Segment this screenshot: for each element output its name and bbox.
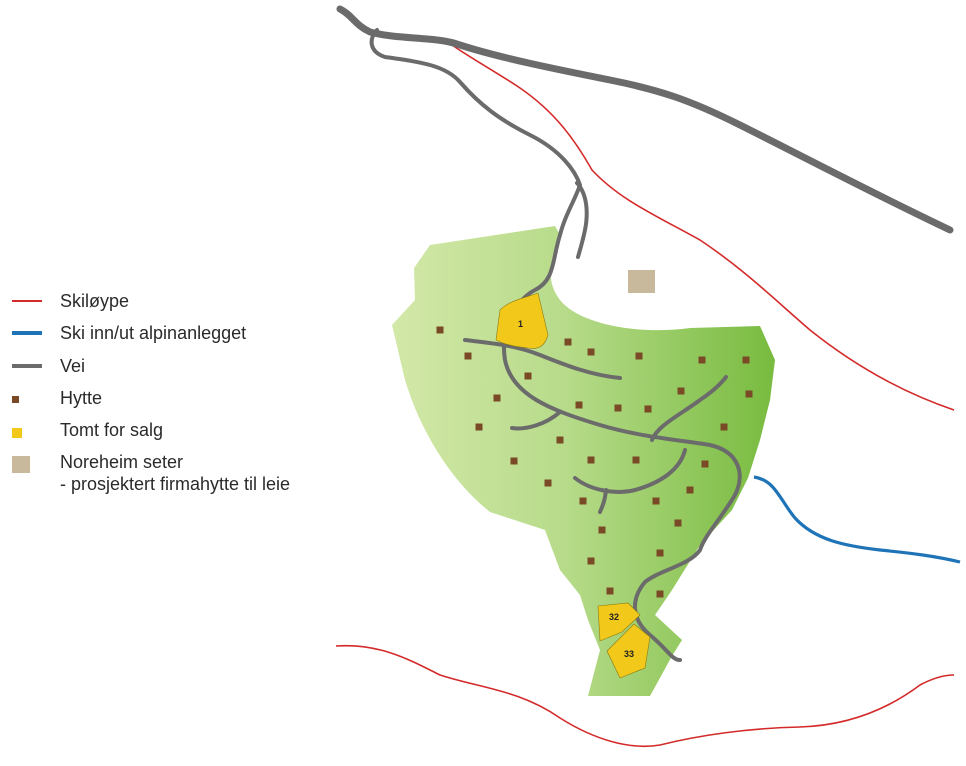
grey-line-icon [12, 364, 42, 368]
map-legend: Skiløype Ski inn/ut alpinanlegget Vei Hy… [0, 0, 340, 766]
side-road-3 [650, 375, 728, 442]
access-road [369, 28, 742, 662]
main-road [336, 5, 954, 234]
side-road-1 [463, 338, 622, 380]
legend-label: Vei [60, 356, 86, 376]
legend-label: Skiløype [60, 291, 130, 311]
cabin-marker [635, 352, 643, 360]
cabins [436, 326, 753, 598]
ski-trail-north [447, 41, 955, 411]
side-road-2 [510, 410, 562, 431]
side-road-4 [573, 448, 687, 494]
cabin-marker [742, 356, 750, 364]
development-area [392, 226, 775, 696]
legend-label: Noreheim seter [60, 452, 184, 472]
cabin-marker [652, 497, 660, 505]
cabin-marker [493, 394, 501, 402]
legend-item-road: Vei [0, 355, 340, 379]
cabin-marker [475, 423, 483, 431]
plot-33-label: 33 [624, 649, 634, 659]
cabin-marker [564, 338, 572, 346]
legend-label-sub: - prosjektert firmahytte til leie [60, 474, 291, 494]
cabin-marker [587, 557, 595, 565]
legend-item-cabin: Hytte [0, 387, 340, 411]
cabin-marker [656, 549, 664, 557]
cabin-marker [524, 372, 532, 380]
cabin-marker [677, 387, 685, 395]
legend-label: Tomt for salg [60, 420, 164, 440]
brown-square-icon [12, 396, 19, 403]
ski-trail-south [335, 644, 955, 748]
plot-1[interactable] [495, 292, 549, 349]
ski-trails [335, 41, 955, 748]
cabin-marker [644, 405, 652, 413]
beige-square-icon [12, 456, 30, 473]
cabin-marker [587, 456, 595, 464]
cabin-marker [686, 486, 694, 494]
side-road-5 [598, 488, 608, 514]
legend-label: Ski inn/ut alpinanlegget [60, 323, 247, 343]
legend-item-ski-trail: Skiløype [0, 290, 340, 314]
red-line-icon [12, 300, 42, 302]
yellow-square-icon [12, 428, 22, 438]
cabin-marker [556, 436, 564, 444]
legend-label: Hytte [60, 388, 103, 408]
plot-32-label: 32 [609, 612, 619, 622]
seter-building [628, 270, 655, 293]
cabin-marker [745, 390, 753, 398]
cabin-marker [701, 460, 709, 468]
ski-in-out-route [753, 475, 961, 564]
cabin-marker [674, 519, 682, 527]
plots-for-sale: 1 32 33 [495, 292, 651, 679]
cabin-marker [656, 590, 664, 598]
cabin-marker [587, 348, 595, 356]
cabin-marker [575, 401, 583, 409]
cabin-marker [720, 423, 728, 431]
blue-line-icon [12, 331, 42, 335]
legend-item-plot: Tomt for salg [0, 419, 340, 443]
cabin-marker [698, 356, 706, 364]
roads [336, 5, 954, 662]
legend-item-seter: Noreheim seter - prosjektert firmahytte … [0, 451, 340, 499]
cabin-marker [614, 404, 622, 412]
access-road-branch [575, 181, 589, 259]
cabin-marker [606, 587, 614, 595]
plot-32[interactable] [597, 602, 641, 642]
cabin-marker [436, 326, 444, 334]
cabin-marker [544, 479, 552, 487]
cabin-marker [632, 456, 640, 464]
cabin-marker [579, 497, 587, 505]
plot-33[interactable] [606, 623, 651, 679]
cabin-marker [464, 352, 472, 360]
cabin-marker [598, 526, 606, 534]
legend-item-ski-in-out: Ski inn/ut alpinanlegget [0, 322, 340, 346]
plot-1-label: 1 [518, 319, 523, 329]
cabin-marker [510, 457, 518, 465]
